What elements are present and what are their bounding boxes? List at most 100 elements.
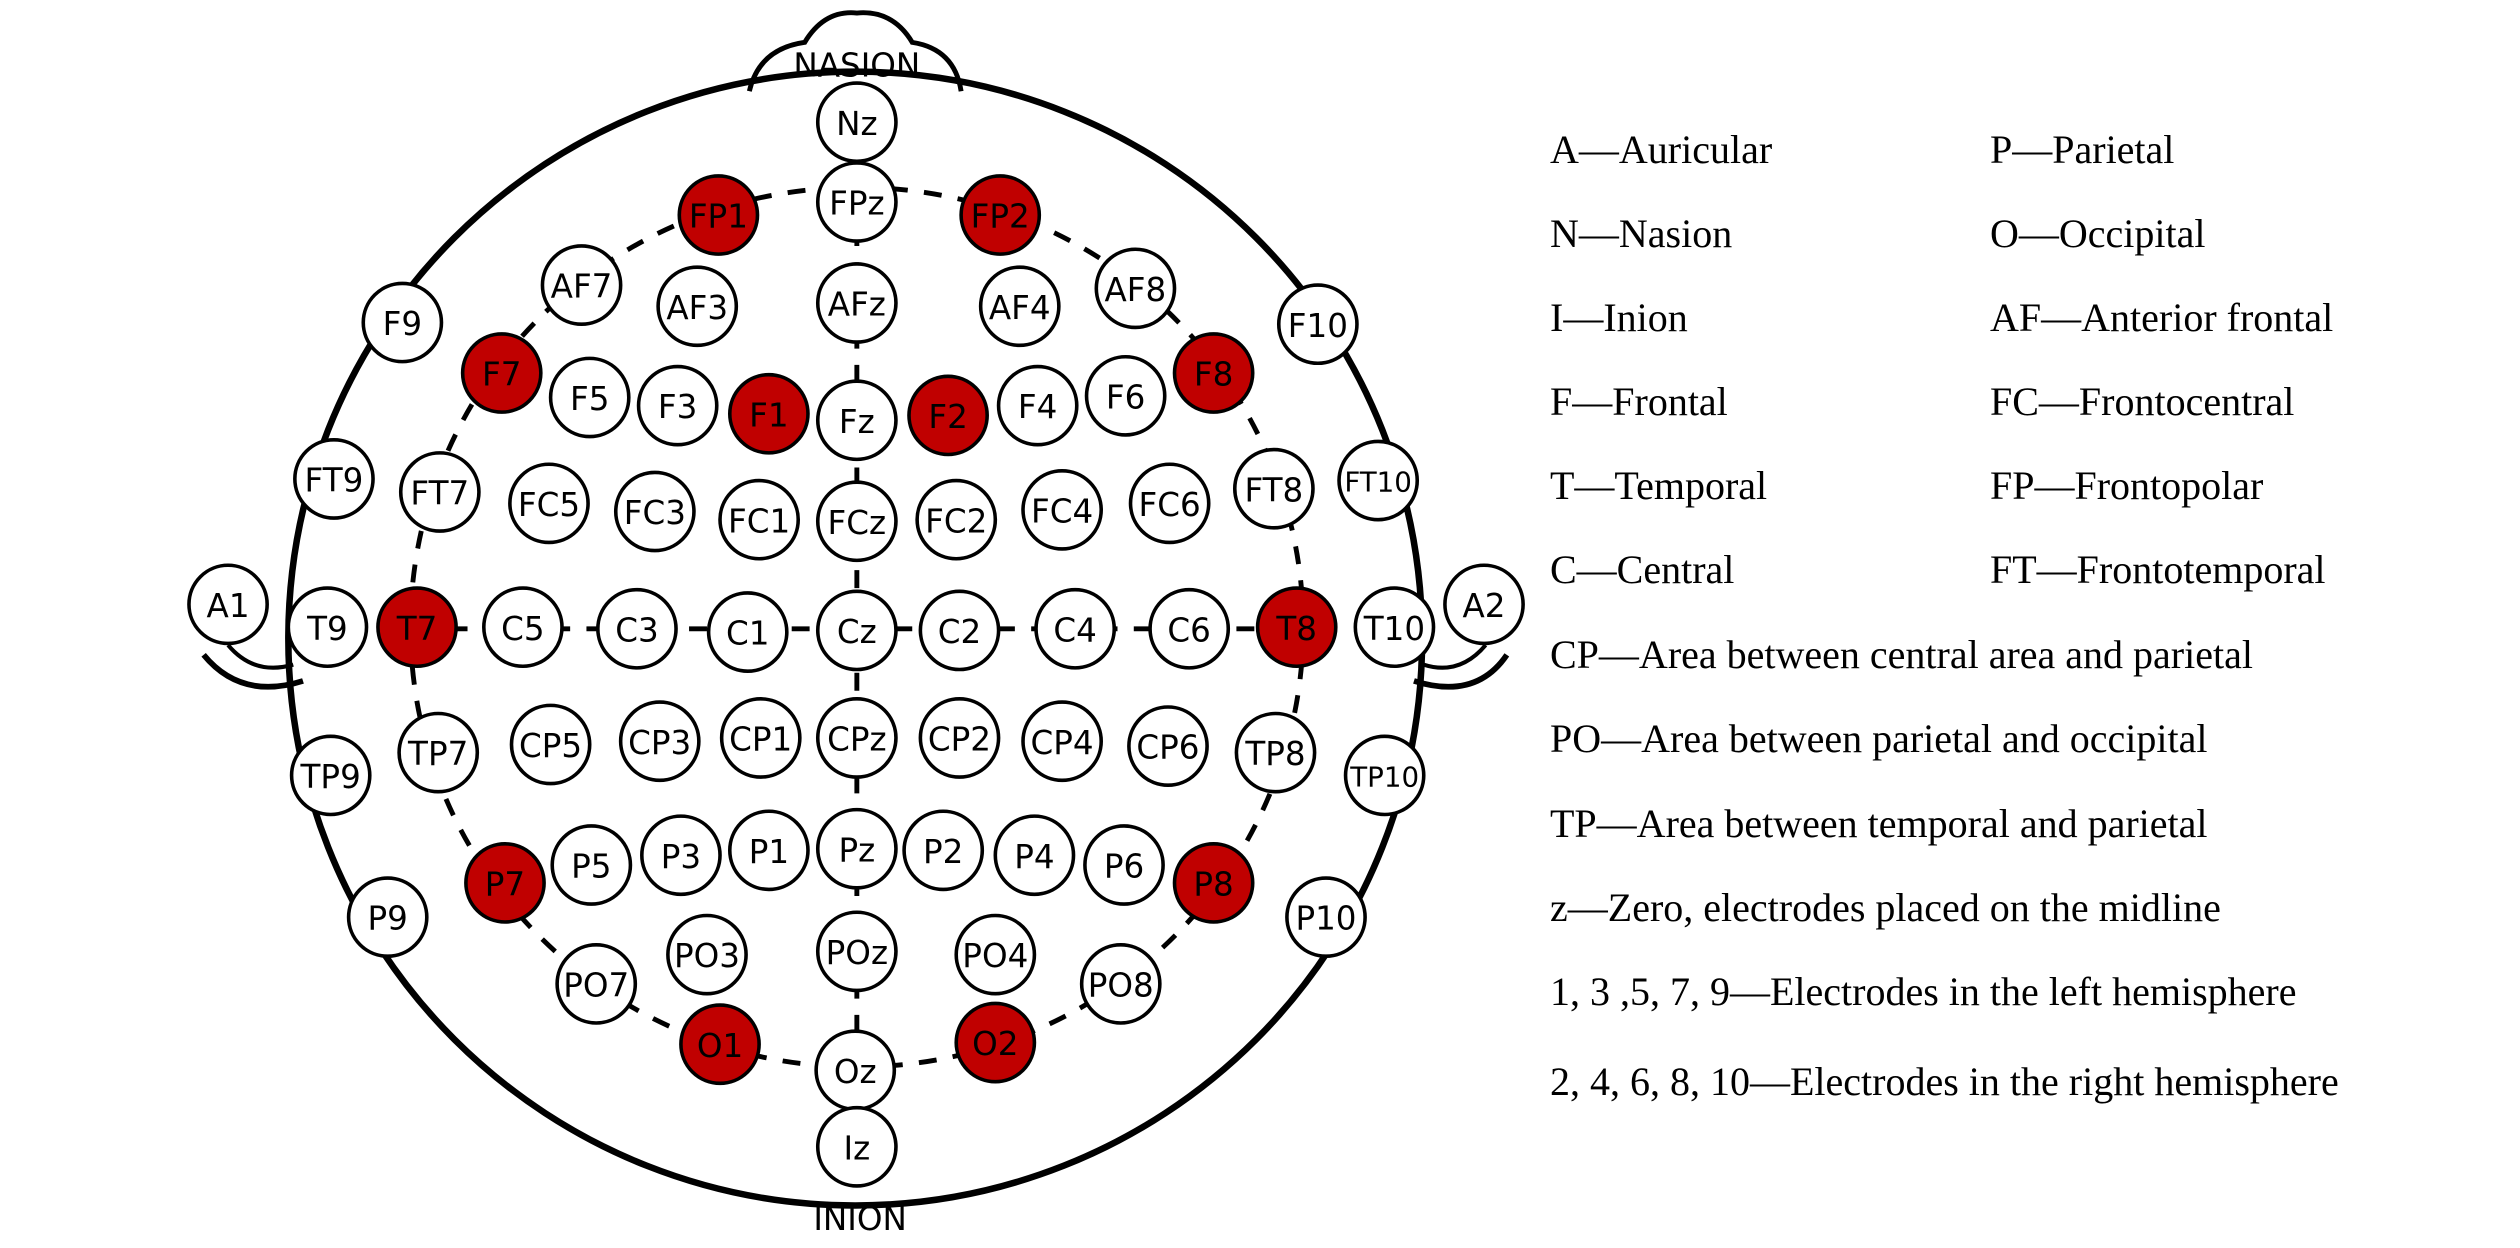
legend-item: 2, 4, 6, 8, 10—Electrodes in the right h… — [1550, 1059, 2339, 1104]
electrode-label: F7 — [482, 356, 521, 394]
electrode-o2: O2 — [954, 1001, 1037, 1084]
electrode-label: A1 — [207, 587, 250, 625]
electrode-tp8: TP8 — [1234, 711, 1317, 794]
electrode-label: FPz — [829, 185, 884, 223]
electrode-circle — [1034, 587, 1117, 670]
electrode-label: C6 — [1167, 611, 1210, 649]
electrode-p3: P3 — [640, 814, 722, 897]
electrode-af8: AF8 — [1094, 247, 1177, 330]
electrode-circle — [1172, 842, 1255, 924]
electrode-label: F9 — [383, 305, 422, 343]
electrode-label: CP1 — [729, 721, 792, 759]
electrode-afz: AFz — [815, 262, 898, 344]
electrode-label: P4 — [1014, 838, 1054, 876]
electrode-label: T7 — [396, 610, 438, 648]
electrode-label: F5 — [570, 380, 609, 418]
electrode-circle — [815, 262, 898, 344]
electrode-label: T9 — [306, 610, 348, 648]
electrode-label: P6 — [1104, 848, 1144, 886]
electrode-label: FC2 — [925, 502, 987, 540]
electrode-label: C3 — [615, 611, 658, 649]
electrode-label: TP9 — [300, 758, 361, 796]
electrode-label: Nz — [836, 105, 877, 143]
legend-item: A—Auricular — [1550, 127, 1773, 172]
electrode-a2: A2 — [1443, 563, 1525, 646]
legend-item: P—Parietal — [1990, 127, 2175, 172]
legend-item: I—Inion — [1550, 295, 1688, 340]
electrode-circle — [996, 364, 1079, 447]
electrode-circle — [907, 374, 989, 457]
electrode-c1: C1 — [706, 591, 789, 673]
legend-item: T—Temporal — [1550, 463, 1768, 508]
electrode-t7: T7 — [376, 586, 458, 669]
electrode-ft7: FT7 — [398, 451, 481, 533]
electrode-cp6: CP6 — [1127, 705, 1209, 787]
electrode-f2: F2 — [907, 374, 989, 457]
electrode-circle — [555, 943, 638, 1025]
electrode-circle — [1021, 700, 1103, 783]
electrode-label: P3 — [661, 838, 701, 876]
electrode-circle — [915, 478, 998, 561]
electrode-circle — [1172, 332, 1255, 414]
electrode-f7: F7 — [460, 332, 543, 414]
electrode-label: C1 — [726, 615, 769, 653]
electrode-label: P1 — [749, 833, 789, 871]
electrode-circle — [1343, 734, 1426, 817]
electrode-circle — [548, 356, 631, 439]
electrode-circle — [464, 842, 546, 924]
electrode-fp1: FP1 — [677, 174, 760, 256]
electrode-po8: PO8 — [1079, 943, 1162, 1025]
electrode-circle — [993, 814, 1076, 897]
electrode-circle — [613, 470, 696, 553]
electrode-circle — [815, 589, 898, 672]
electrode-label: PO4 — [962, 937, 1028, 975]
electrode-label: F1 — [749, 396, 788, 434]
electrode-circle — [1255, 586, 1338, 669]
electrode-label: Pz — [838, 831, 875, 869]
electrode-circle — [1276, 283, 1359, 366]
electrode-po3: PO3 — [666, 913, 748, 996]
electrode-ft8: FT8 — [1232, 447, 1315, 530]
electrode-circle — [1079, 943, 1162, 1025]
electrode-fz: Fz — [815, 379, 898, 462]
electrode-circle — [679, 1003, 761, 1086]
electrode-af7: AF7 — [540, 244, 623, 326]
electrode-circle — [1084, 354, 1167, 437]
electrode-label: Cz — [837, 613, 877, 651]
electrode-cp5: CP5 — [509, 703, 592, 786]
legend-item: FP—Frontopolar — [1990, 463, 2264, 508]
legend: A—Auricular N—Nasion I—Inion F—Frontal T… — [1545, 125, 2520, 1125]
electrode-circle — [361, 281, 444, 364]
electrode-label: P2 — [923, 833, 963, 871]
electrode-label: FC5 — [518, 486, 580, 524]
electrode-circle — [1021, 468, 1103, 551]
electrode-circle — [902, 809, 985, 892]
electrode-a1: A1 — [187, 563, 269, 646]
electrode-label: AFz — [828, 286, 886, 324]
legend-item: FT—Frontotemporal — [1990, 547, 2326, 592]
electrode-circle — [482, 586, 564, 669]
electrode-po4: PO4 — [954, 913, 1037, 996]
electrode-label: FCz — [828, 504, 887, 542]
electrode-fc4: FC4 — [1021, 468, 1103, 551]
electrode-label: CP2 — [928, 721, 991, 759]
electrode-label: P5 — [571, 848, 611, 886]
right-ear-inner — [1423, 643, 1488, 670]
electrode-label: C4 — [1053, 611, 1096, 649]
electrode-p1: P1 — [728, 809, 810, 892]
electrode-label: CP6 — [1136, 729, 1199, 767]
electrode-label: T8 — [1275, 610, 1317, 648]
electrode-circle — [728, 372, 810, 455]
electrode-fpz: FPz — [815, 161, 898, 243]
electrode-circle — [1443, 563, 1525, 646]
electrode-c5: C5 — [482, 586, 564, 669]
electrode-label: F2 — [928, 398, 967, 436]
electrode-fc1: FC1 — [718, 478, 801, 561]
electrode-circle — [1234, 711, 1317, 794]
electrode-label: O1 — [697, 1027, 743, 1065]
electrode-circle — [978, 265, 1061, 348]
electrode-label: P8 — [1193, 866, 1233, 904]
electrode-iz: Iz — [815, 1105, 898, 1188]
electrode-label: FC4 — [1031, 493, 1093, 531]
